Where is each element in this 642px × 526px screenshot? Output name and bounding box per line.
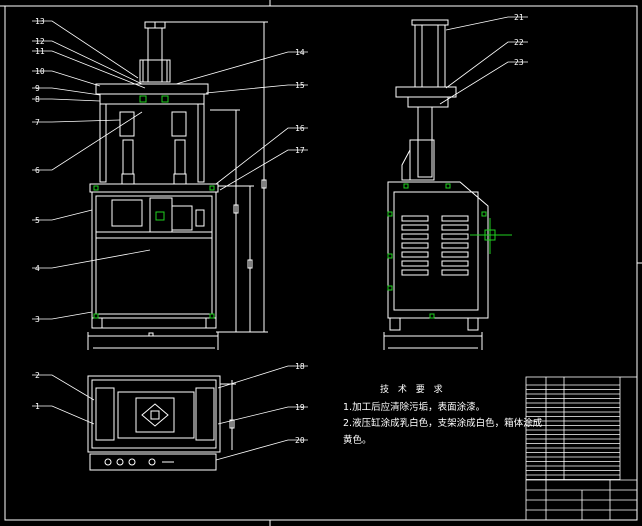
label-19: 19	[295, 403, 305, 412]
front-view	[87, 21, 268, 350]
label-9: 9	[35, 84, 40, 93]
technical-requirements-title: 技 术 要 求	[380, 385, 446, 395]
label-12: 12	[35, 37, 45, 46]
part-number-labels: 13 12 11 10 9 8 7 6 5 4 3 2 1 14 15 16 1…	[35, 13, 524, 445]
label-1: 1	[35, 402, 40, 411]
label-18: 18	[295, 362, 305, 371]
label-23: 23	[514, 58, 524, 67]
front-view-accents	[93, 95, 215, 319]
label-7: 7	[35, 118, 40, 127]
top-view	[87, 375, 236, 471]
label-20: 20	[295, 436, 305, 445]
label-13: 13	[35, 17, 45, 26]
label-4: 4	[35, 264, 40, 273]
label-22: 22	[514, 38, 524, 47]
label-2: 2	[35, 371, 40, 380]
leader-lines	[32, 16, 528, 461]
side-view-accents	[387, 183, 512, 319]
label-3: 3	[35, 315, 40, 324]
label-8: 8	[35, 95, 40, 104]
label-17: 17	[295, 146, 305, 155]
label-15: 15	[295, 81, 305, 90]
label-14: 14	[295, 48, 305, 57]
label-10: 10	[35, 67, 45, 76]
label-21: 21	[514, 13, 524, 22]
technical-note-1: 1.加工后应清除污垢，表面涂漆。	[343, 402, 486, 413]
label-6: 6	[35, 166, 40, 175]
title-block	[525, 376, 638, 521]
label-16: 16	[295, 124, 305, 133]
label-5: 5	[35, 216, 40, 225]
technical-note-2: 2.液压缸涂成乳白色，支架涂成白色，箱体涂成黄色。	[343, 418, 543, 446]
side-view	[383, 19, 489, 350]
label-11: 11	[35, 47, 45, 56]
